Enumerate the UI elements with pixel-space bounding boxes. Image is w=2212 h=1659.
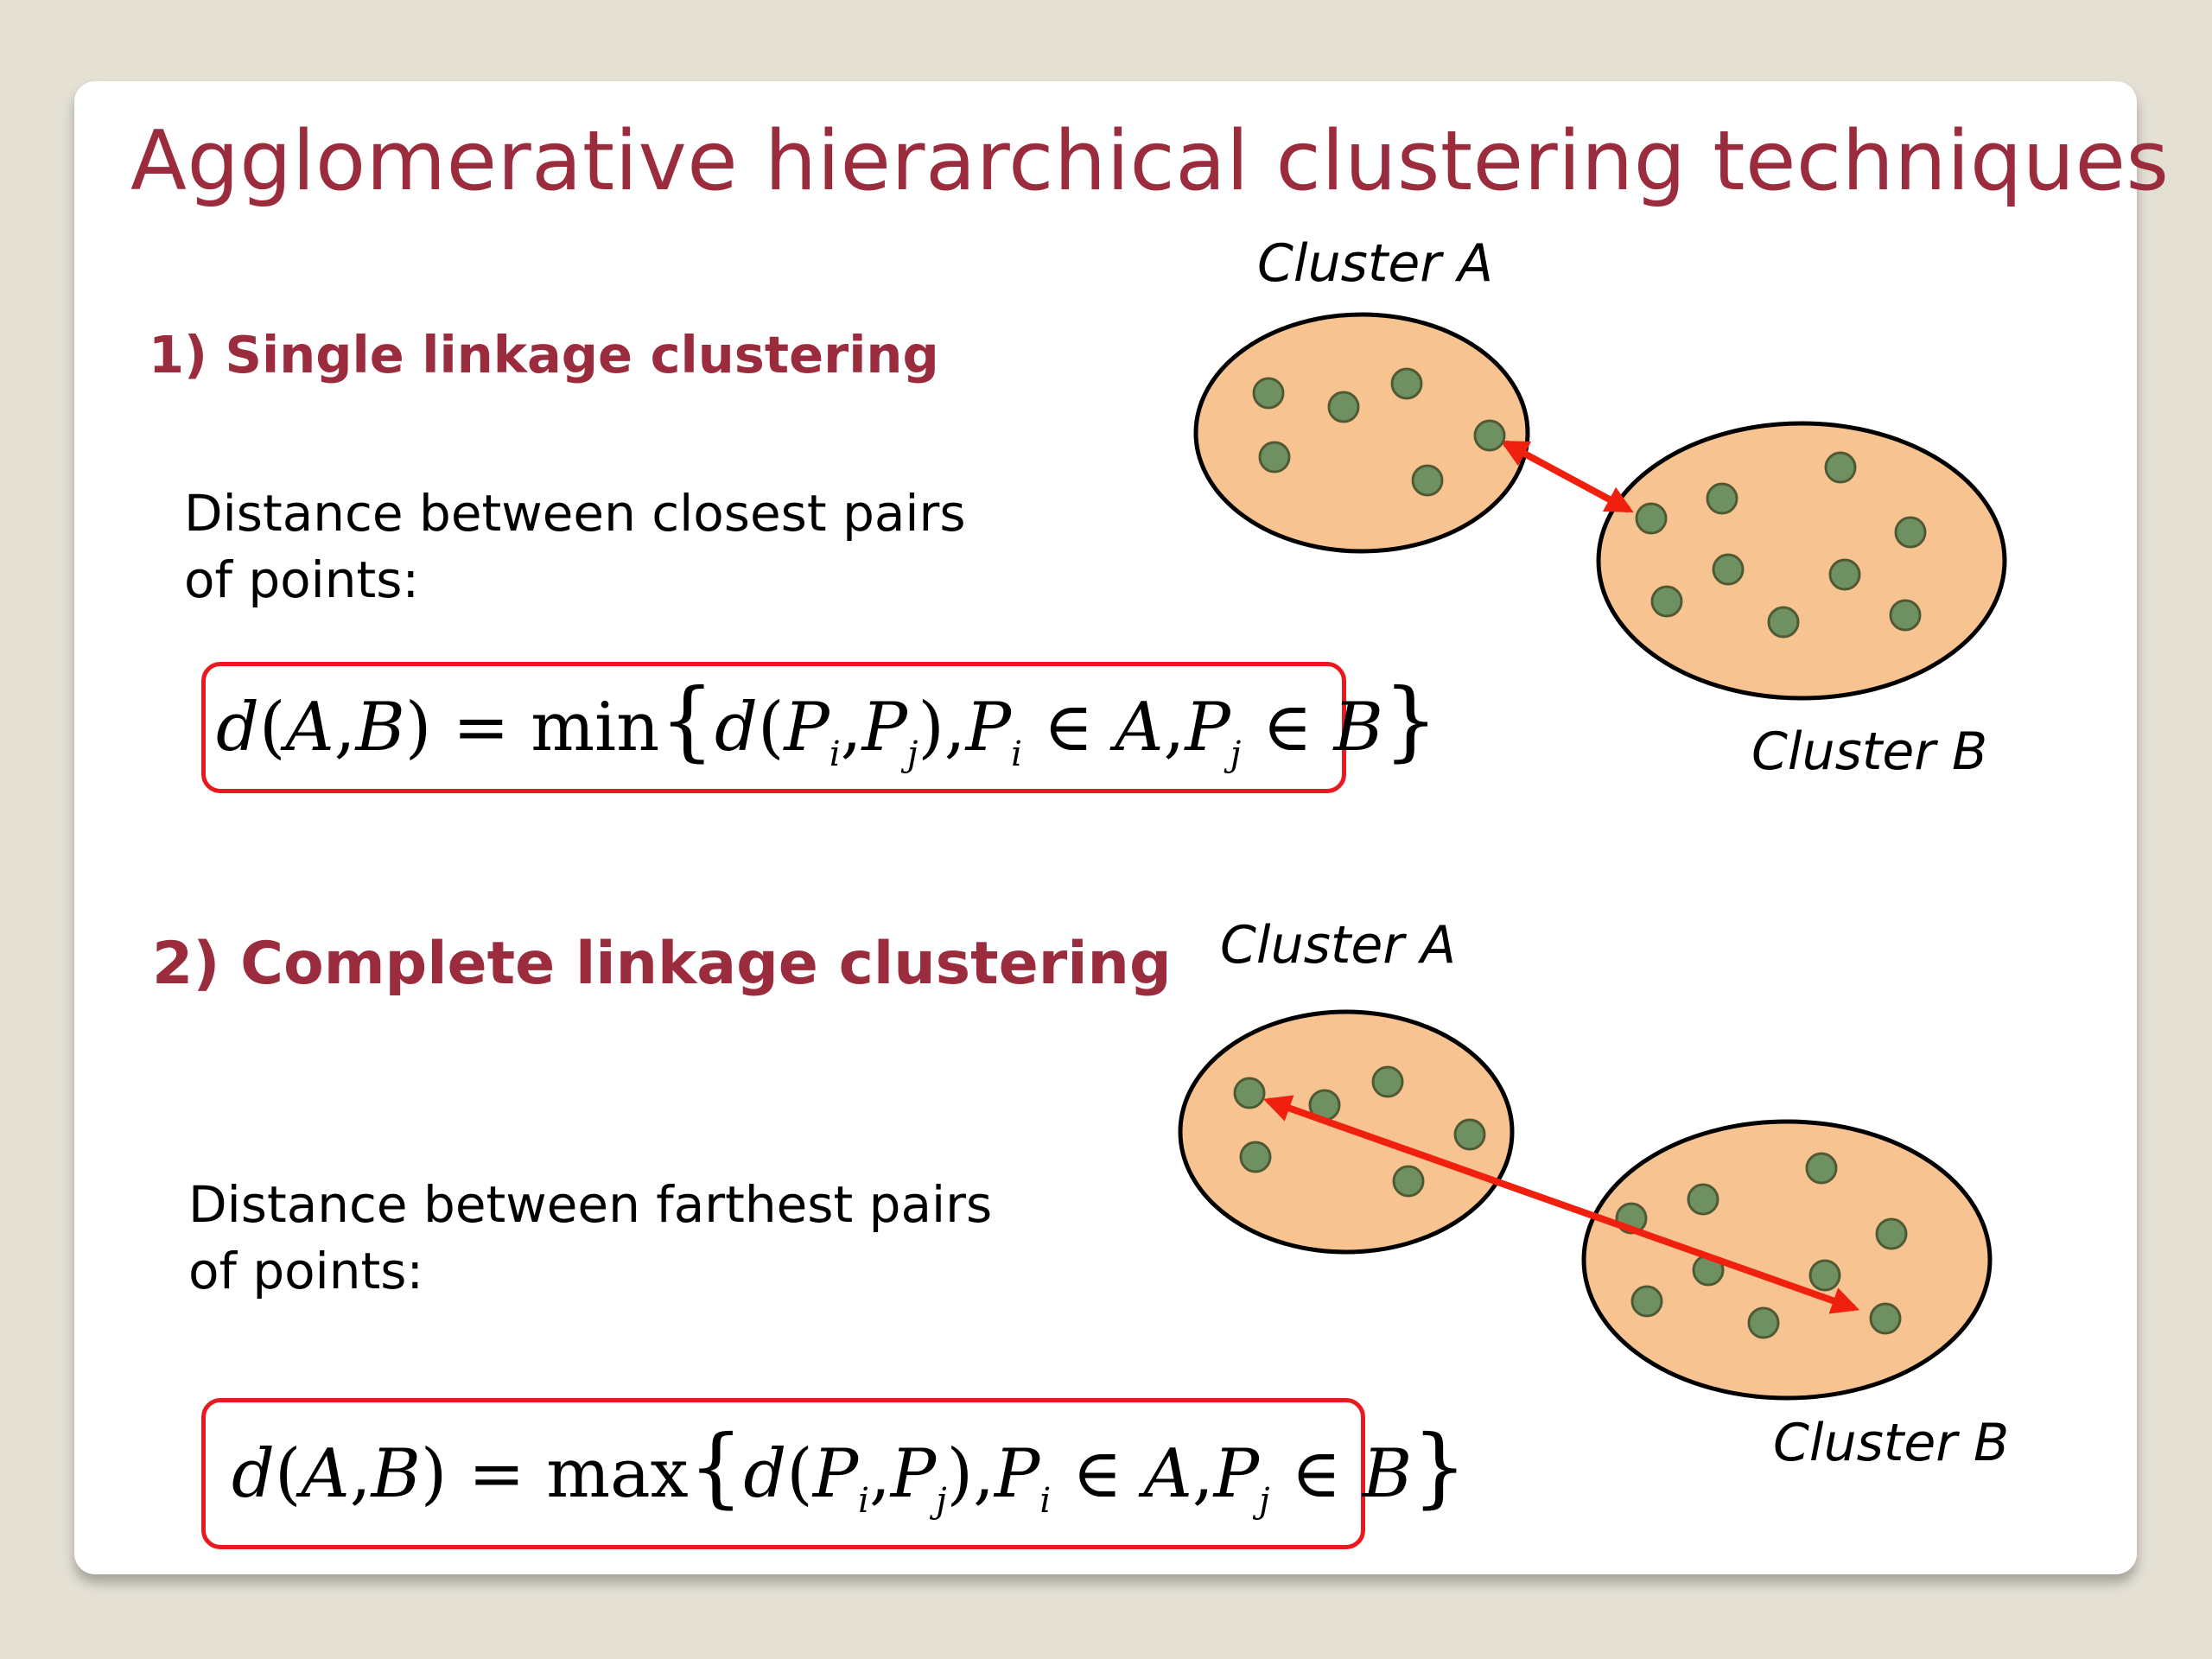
cluster-point [1630,1285,1663,1318]
cluster-point [1371,1065,1404,1098]
cluster-point [1635,502,1668,535]
cluster-point [1390,367,1423,400]
cluster-point [1747,1306,1780,1339]
section2-description: Distance between farthest pairs of point… [188,1172,992,1305]
cluster-point [1258,441,1291,474]
cluster-point [1869,1302,1902,1335]
cluster-points [1252,367,1927,639]
cluster-point [1712,553,1745,586]
section2-description-line2: of points: [188,1242,424,1300]
section1-cluster-b-label: Cluster B [1751,721,1988,782]
cluster-point [1805,1152,1838,1185]
section1-description: Distance between closest pairs of points… [184,480,966,613]
section1-heading: 1) Single linkage clustering [149,325,939,385]
cluster-point [1808,1259,1841,1292]
cluster-point [1824,451,1857,484]
formula-func-min: min [531,689,660,766]
cluster-point [1828,558,1861,591]
farthest-pair-arrow [1262,1095,1860,1314]
section2-cluster-b-label: Cluster B [1773,1413,2010,1473]
section1-heading-text: 1) Single linkage clustering [149,325,939,385]
section1-description-line2: of points: [184,550,420,609]
slide-title: Agglomerative hierarchical clustering te… [130,114,2170,209]
section2-heading-part1: 2) Complete [152,930,556,998]
formula-func-max: max [546,1434,689,1513]
single-linkage-formula: d(A,B) = min{d(Pi,Pj),Pi ∈ A,Pj ∈ B} [216,670,1439,774]
section1-cluster-a-label: Cluster A [1257,233,1494,294]
cluster-point [1473,419,1506,452]
cluster-point [1252,377,1285,410]
cluster-point [1889,599,1922,632]
section2-cluster-a-label: Cluster A [1220,915,1457,976]
cluster-point [1687,1183,1719,1216]
single-linkage-diagram [1193,312,2007,701]
cluster-point [1233,1077,1266,1109]
slide: Agglomerative hierarchical clustering te… [74,81,2169,1574]
section2-description-line1: Distance between farthest pairs [188,1175,993,1234]
cluster-point [1392,1165,1425,1198]
cluster-point [1650,585,1683,618]
cluster-point [1453,1118,1486,1151]
cluster-a-ellipse [1193,312,1530,554]
cluster-point [1894,516,1927,549]
cluster-point [1767,606,1800,639]
cluster-diagrams [1178,312,2007,1401]
cluster-point [1327,391,1360,423]
section1-description-line1: Distance between closest pairs [184,484,966,543]
cluster-point [1411,464,1444,497]
section2-heading: 2) Complete linkage clustering [152,930,1172,998]
section1-formula-box: d(A,B) = min{d(Pi,Pj),Pi ∈ A,Pj ∈ B} [201,662,1439,793]
section2-formula-box: d(A,B) = max{d(Pi,Pj),Pi ∈ A,Pj ∈ B} [201,1398,1467,1549]
cluster-point [1875,1217,1908,1250]
complete-linkage-formula: d(A,B) = max{d(Pi,Pj),Pi ∈ A,Pj ∈ B} [232,1415,1467,1521]
cluster-b-ellipse [1581,1119,1993,1401]
section2-heading-part2: linkage clustering [575,930,1172,998]
complete-linkage-diagram [1178,1009,1993,1401]
cluster-point [1706,482,1738,515]
cluster-point [1239,1141,1272,1173]
cluster-b-ellipse [1596,421,2007,701]
closest-pair-arrow [1500,440,1634,513]
